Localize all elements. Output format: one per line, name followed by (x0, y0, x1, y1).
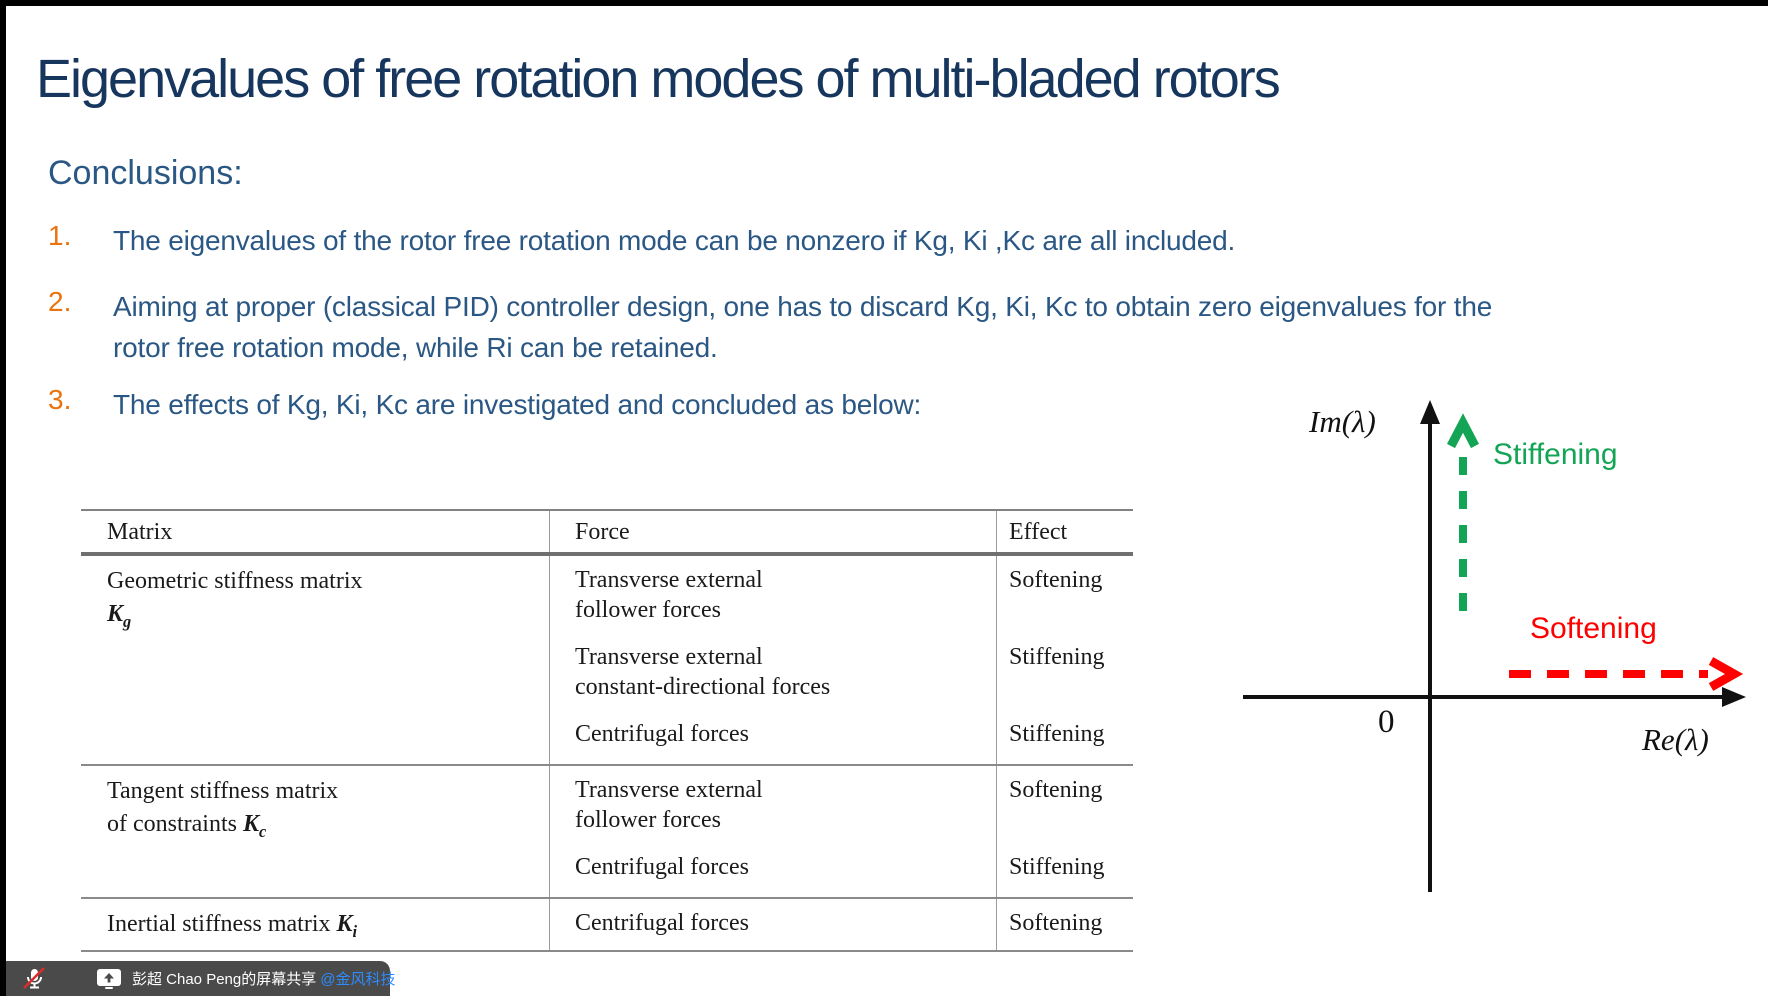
im-axis-arrowhead-icon (1420, 400, 1440, 424)
screen-share-icon (97, 968, 121, 989)
table-header-effect: Effect (996, 511, 1133, 552)
list-item-number: 2. (48, 286, 72, 317)
conclusions-heading: Conclusions: (48, 154, 243, 192)
softening-arrowhead-icon (1708, 657, 1744, 691)
share-bar-mention: @金风科技 (320, 971, 396, 988)
softening-label: Softening (1530, 612, 1657, 645)
effect-cell: Softening (996, 766, 1133, 843)
re-axis-arrowhead-icon (1722, 687, 1746, 707)
share-bar-text: 彭超 Chao Peng的屏幕共享 (132, 971, 317, 988)
list-item-number: 1. (48, 220, 72, 251)
stiffening-label: Stiffening (1493, 438, 1618, 471)
origin-zero-label: 0 (1378, 704, 1395, 740)
re-axis-label: Re(λ) (1642, 722, 1709, 757)
matrix-cell: Inertial stiffness matrix Ki (107, 911, 358, 941)
list-item-number: 3. (48, 384, 72, 415)
effects-table: Matrix Force Effect Geometric stiffness … (81, 509, 1133, 952)
table-group: Inertial stiffness matrix Ki Centrifugal … (81, 899, 1133, 952)
table-header-matrix: Matrix (107, 519, 173, 545)
stiffening-arrowhead-icon (1447, 413, 1479, 449)
table-header-force: Force (549, 511, 996, 552)
list-item-text: The effects of Kg, Ki, Kc are investigat… (113, 389, 922, 420)
table-header-row: Matrix Force Effect (81, 511, 1133, 556)
force-cell: Centrifugal forces (549, 710, 996, 764)
screen-share-status-bar: 彭超 Chao Peng的屏幕共享 @金风科技 (6, 961, 395, 996)
eigenvalue-plane-diagram (1243, 400, 1746, 892)
force-cell: Centrifugal forces (549, 843, 996, 897)
list-item-text: The eigenvalues of the rotor free rotati… (113, 225, 1236, 256)
im-axis-label: Im(λ) (1309, 404, 1376, 439)
presentation-slide: Eigenvalues of free rotation modes of mu… (6, 6, 1768, 996)
effect-cell: Stiffening (996, 843, 1133, 897)
force-cell: Centrifugal forces (549, 899, 996, 950)
effect-cell: Softening (996, 899, 1133, 950)
microphone-muted-icon (23, 966, 45, 989)
list-item: 3. The effects of Kg, Ki, Kc are investi… (48, 384, 1543, 425)
effect-cell: Stiffening (996, 710, 1133, 764)
slide-title: Eigenvalues of free rotation modes of mu… (36, 49, 1281, 109)
effect-cell: Softening (996, 556, 1133, 633)
list-item: 1. The eigenvalues of the rotor free rot… (48, 220, 1543, 261)
list-item-text: Aiming at proper (classical PID) control… (113, 291, 1493, 363)
list-item: 2. Aiming at proper (classical PID) cont… (48, 286, 1543, 368)
effect-cell: Stiffening (996, 633, 1133, 710)
